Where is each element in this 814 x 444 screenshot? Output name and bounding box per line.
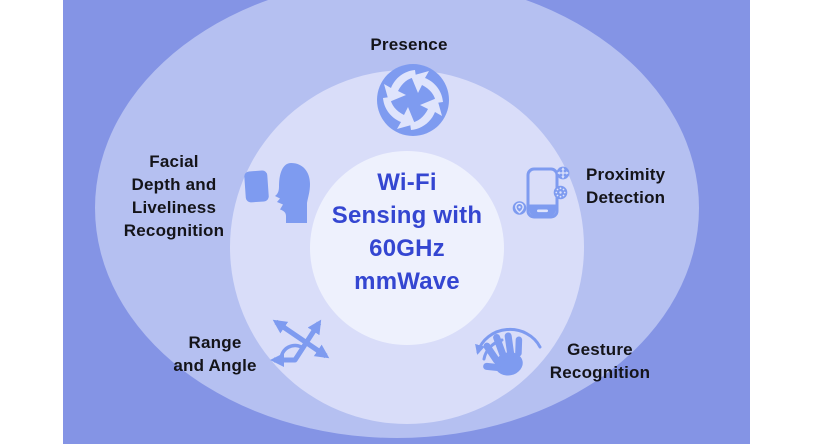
- label-facial-recognition: Facial Depth and Liveliness Recognition: [123, 152, 225, 240]
- phone-with-sensors-icon: [512, 166, 570, 219]
- label-gesture-recognition: Gesture Recognition: [549, 340, 651, 382]
- face-profile-scan-icon: [244, 163, 310, 223]
- waving-hand-icon: [475, 327, 542, 376]
- center-circle: [310, 151, 504, 345]
- label-range-and-angle: Range and Angle: [173, 333, 257, 375]
- crossing-arrows-angle-icon: [270, 319, 330, 367]
- label-presence: Presence: [370, 35, 448, 54]
- diagram-canvas: Wi-Fi Sensing with 60GHz mmWave Presence…: [63, 0, 750, 444]
- diagram-title: Wi-Fi Sensing with 60GHz mmWave: [331, 169, 483, 295]
- label-proximity-detection: Proximity Detection: [586, 165, 666, 207]
- fan-swirl-icon: [377, 64, 449, 136]
